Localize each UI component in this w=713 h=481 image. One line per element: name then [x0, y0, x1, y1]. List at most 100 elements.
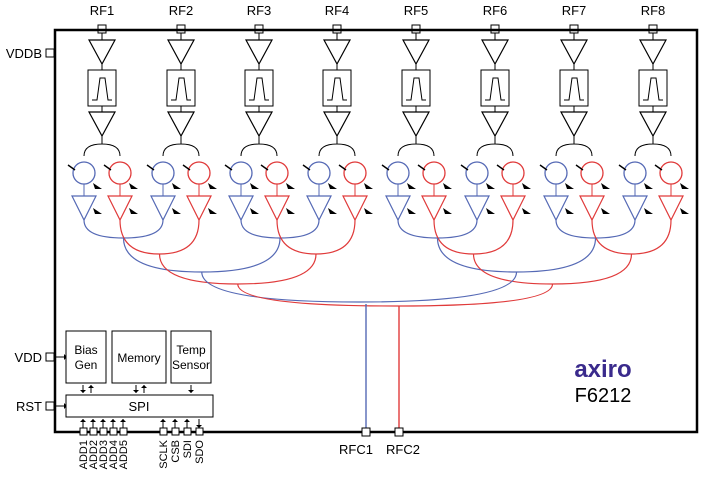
lna-amplifier: [480, 39, 510, 66]
serial-pin-arrowhead: [160, 419, 166, 422]
vga-amplifier: [186, 195, 212, 222]
rfc-label: RFC2: [386, 442, 420, 457]
filter-response-symbol: [643, 77, 663, 101]
bandpass-filter: [559, 69, 589, 107]
splitter: [162, 136, 200, 157]
address-pin-pad: [109, 427, 118, 436]
splitter: [83, 136, 121, 157]
gain-arrowhead: [172, 208, 181, 214]
serial-pin-label: CSB: [170, 440, 182, 463]
serial-pin-label: SCLK: [158, 439, 170, 468]
phase-shifter-1: [386, 161, 410, 185]
filter-response-symbol: [249, 77, 269, 101]
tuning-arrowhead: [328, 183, 337, 189]
serial-pin-arrowhead: [196, 425, 202, 428]
left-pin-label: VDD: [15, 350, 42, 365]
driver-amplifier: [638, 111, 668, 138]
serial-pin-pad: [195, 427, 204, 436]
rf-port-label: RF3: [247, 3, 272, 18]
tuning-arrowhead: [443, 183, 452, 189]
chip-outline: [53, 28, 699, 434]
driver-amplifier: [322, 111, 352, 138]
address-pin-label: ADD4: [108, 440, 120, 469]
tuning-arrowhead: [286, 183, 295, 189]
rf-channel-4: RF4: [302, 3, 373, 222]
bandpass-filter: [401, 69, 431, 107]
gain-arrowhead: [486, 208, 495, 214]
splitter: [476, 136, 514, 157]
phase-shifter-1: [544, 161, 568, 185]
address-pin-label: ADD1: [78, 440, 90, 469]
phase-shifter-2: [659, 161, 683, 185]
left-pin-label: VDDB: [6, 46, 42, 61]
gain-arrowhead: [364, 208, 373, 214]
spi-block: [65, 394, 214, 418]
ctl-arrowhead: [141, 385, 147, 388]
ctl-arrowhead: [188, 390, 194, 393]
driver-amplifier: [244, 111, 274, 138]
tuning-arrow: [460, 164, 469, 171]
gain-arrowhead: [522, 208, 531, 214]
rf-port-label: RF1: [90, 3, 115, 18]
vga-amplifier: [464, 195, 490, 222]
tuning-arrowhead: [407, 183, 416, 189]
tuning-arrow: [618, 164, 627, 171]
left-pin-pad: [45, 48, 55, 58]
phase-shifter-1: [307, 161, 331, 185]
gain-arrowhead: [407, 208, 416, 214]
combiner-l3-red: [237, 283, 554, 307]
tuning-arrow: [260, 164, 269, 171]
driver-amplifier: [166, 111, 196, 138]
phase-shifter-2: [187, 161, 211, 185]
filter-response-symbol: [406, 77, 426, 101]
tuning-arrowhead: [486, 183, 495, 189]
combiner-l1-red: [276, 219, 356, 255]
tuning-arrowhead: [565, 183, 574, 189]
tuning-arrow: [539, 164, 548, 171]
rf-port-label: RF2: [169, 3, 194, 18]
serial-pin-label: SDO: [194, 440, 206, 464]
gain-arrowhead: [286, 208, 295, 214]
tuning-arrow: [575, 164, 584, 171]
vga-amplifier: [107, 195, 133, 222]
ctl-arrowhead: [133, 390, 139, 393]
ctl-arrowhead: [88, 385, 94, 388]
splitter: [555, 136, 593, 157]
rf-channel-1: RF1: [67, 3, 138, 222]
phase-shifter-2: [501, 161, 525, 185]
splitter: [397, 136, 435, 157]
address-pin-pad: [89, 427, 98, 436]
tuning-arrow: [146, 164, 155, 171]
tuning-arrowhead: [172, 183, 181, 189]
left-pin-label: RST: [16, 399, 42, 414]
driver-amplifier: [401, 111, 431, 138]
lna-amplifier: [244, 39, 274, 66]
ctl-arrowhead: [80, 390, 86, 393]
driver-amplifier: [87, 111, 117, 138]
tuning-arrow: [67, 164, 76, 171]
filter-response-symbol: [92, 77, 112, 101]
rf-channel-3: RF3: [224, 3, 295, 222]
combiner-l2-red: [472, 253, 633, 285]
gain-arrowhead: [208, 208, 217, 214]
vga-amplifier: [306, 195, 332, 222]
tuning-arrow: [103, 164, 112, 171]
combiner-l2-blue: [122, 237, 281, 273]
bandpass-filter: [322, 69, 352, 107]
bandpass-filter: [244, 69, 274, 107]
control-section: Bias Gen Memory Temp Sensor SPI: [65, 330, 214, 418]
rf-port-label: RF7: [562, 3, 587, 18]
tuning-arrow: [182, 164, 191, 171]
phase-shifter-1: [465, 161, 489, 185]
splitter: [240, 136, 278, 157]
rf-channel-5: RF5: [381, 3, 452, 222]
phase-shifter-1: [72, 161, 96, 185]
phase-shifter-1: [623, 161, 647, 185]
splitter: [634, 136, 672, 157]
memory-block: [111, 330, 167, 384]
address-pin-pad: [79, 427, 88, 436]
rf-port-label: RF5: [404, 3, 429, 18]
lna-amplifier: [87, 39, 117, 66]
tuning-arrow: [496, 164, 505, 171]
